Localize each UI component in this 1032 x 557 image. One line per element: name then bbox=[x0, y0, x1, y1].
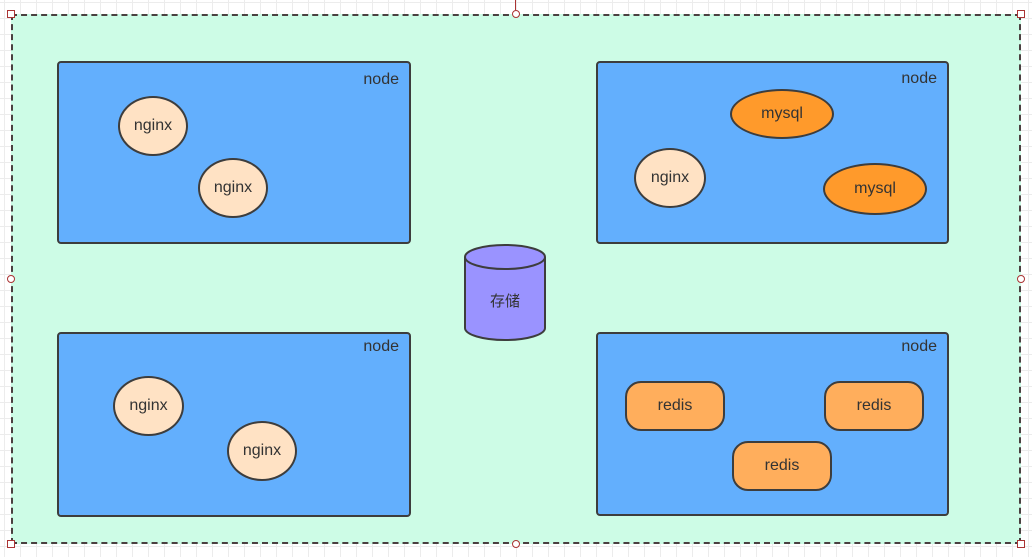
nginx-pod[interactable]: nginx bbox=[198, 158, 268, 218]
node-box-bottom-left[interactable]: node bbox=[57, 332, 411, 517]
node-label: node bbox=[363, 338, 399, 355]
pod-label: mysql bbox=[854, 180, 896, 197]
nginx-pod[interactable]: nginx bbox=[634, 148, 706, 208]
resize-handle-right[interactable] bbox=[1017, 275, 1025, 283]
node-label: node bbox=[363, 71, 399, 88]
storage-label: 存储 bbox=[489, 292, 520, 310]
pod-label: nginx bbox=[133, 117, 173, 134]
nginx-pod[interactable]: nginx bbox=[118, 96, 188, 156]
resize-handle-top-right[interactable] bbox=[1017, 10, 1025, 18]
node-label: node bbox=[901, 70, 937, 87]
mysql-pod[interactable]: mysql bbox=[730, 89, 834, 139]
resize-handle-left[interactable] bbox=[7, 275, 15, 283]
mysql-pod[interactable]: mysql bbox=[823, 163, 927, 215]
pod-label: nginx bbox=[242, 442, 282, 459]
nginx-pod[interactable]: nginx bbox=[227, 421, 297, 481]
pod-label: nginx bbox=[650, 169, 690, 186]
pod-label: nginx bbox=[213, 179, 253, 196]
node-label: node bbox=[901, 338, 937, 355]
resize-handle-top[interactable] bbox=[512, 10, 520, 18]
pod-label: mysql bbox=[761, 105, 803, 122]
nginx-pod[interactable]: nginx bbox=[113, 376, 184, 436]
pod-label: redis bbox=[856, 397, 892, 414]
cylinder-icon bbox=[464, 244, 546, 341]
storage-cylinder[interactable]: 存储 bbox=[463, 244, 547, 344]
pod-label: redis bbox=[764, 457, 800, 474]
resize-handle-top-left[interactable] bbox=[7, 10, 15, 18]
pod-label: nginx bbox=[129, 397, 168, 414]
selection-connector-line bbox=[515, 0, 516, 10]
resize-handle-bottom-left[interactable] bbox=[7, 540, 15, 548]
resize-handle-bottom[interactable] bbox=[512, 540, 520, 548]
redis-pod[interactable]: redis bbox=[732, 441, 832, 491]
resize-handle-bottom-right[interactable] bbox=[1017, 540, 1025, 548]
redis-pod[interactable]: redis bbox=[625, 381, 725, 431]
pod-label: redis bbox=[657, 397, 693, 414]
redis-pod[interactable]: redis bbox=[824, 381, 924, 431]
